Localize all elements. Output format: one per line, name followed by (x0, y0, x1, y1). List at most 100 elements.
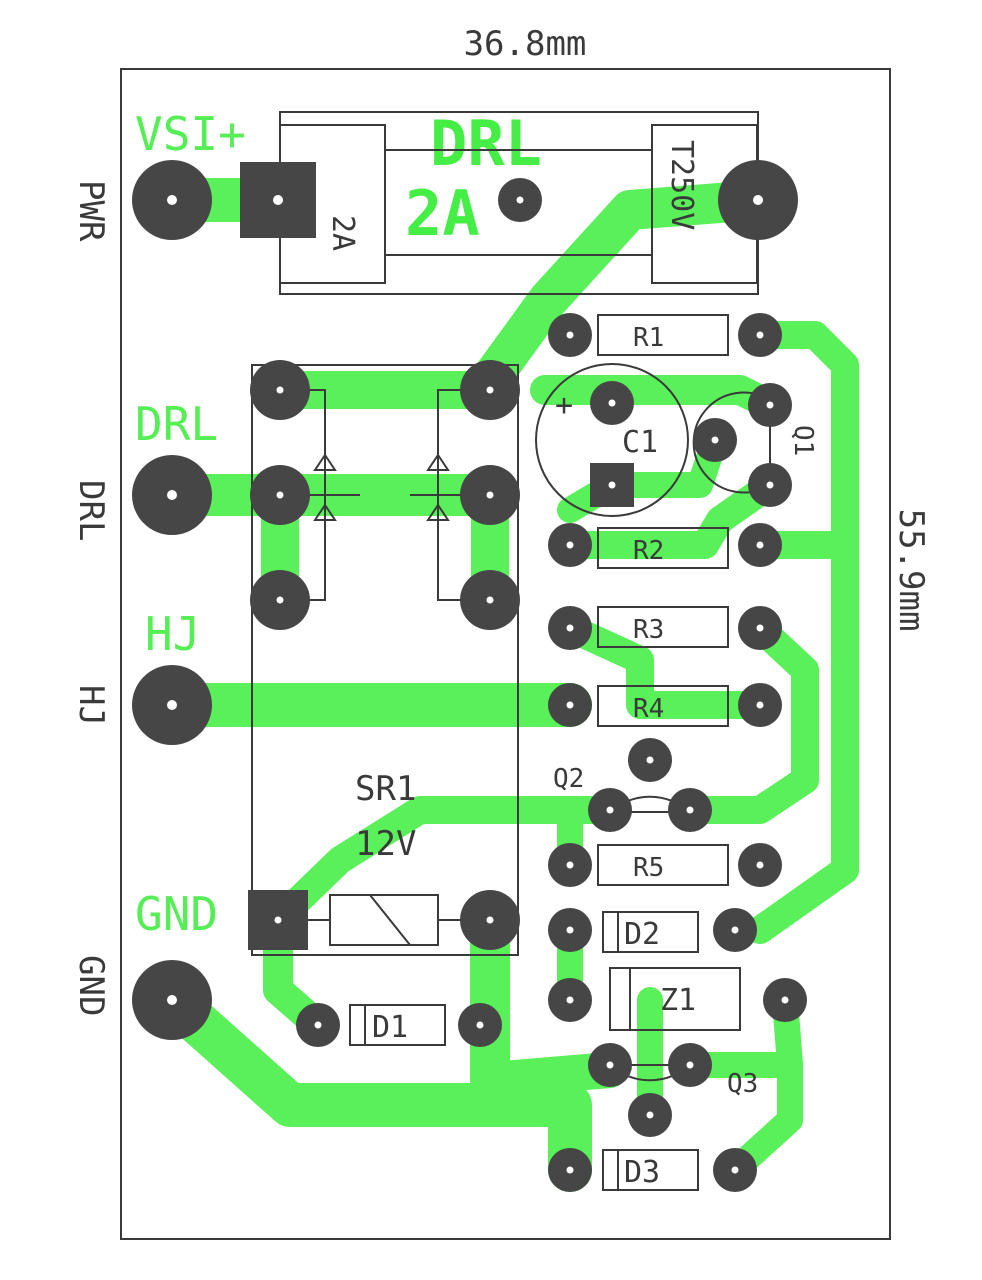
r1-body (597, 314, 729, 356)
pad-r2-b (738, 523, 782, 567)
pad-relay-2-drill (486, 386, 494, 394)
pad-r1-b (738, 313, 782, 357)
trace-q1-r2 (556, 471, 784, 559)
pad-q2-1-drill (646, 756, 654, 764)
pad-q1-3 (748, 463, 792, 507)
width-dimension-label: 36.8mm (464, 24, 587, 64)
relay-label: SR1 (355, 769, 416, 809)
pad-gnd (132, 960, 212, 1040)
pad-q3-1 (588, 1043, 632, 1087)
pad-d3-a (548, 1148, 592, 1192)
relay-coil-slash (369, 894, 411, 946)
trace-r3-r4 (556, 614, 774, 719)
z1-body (609, 967, 741, 1031)
pad-q2-3-drill (686, 806, 694, 814)
pad-c1-plus-drill (608, 399, 616, 407)
pad-q3-3-drill (646, 1111, 654, 1119)
pad-hj-drill (167, 700, 177, 710)
pad-relay-3-drill (276, 491, 284, 499)
r5-body (597, 844, 729, 886)
pad-r3-b (738, 606, 782, 650)
copper-label-12v: VSI+ (135, 107, 246, 161)
trace-r3-q2 (676, 614, 819, 824)
pad-fuse-right (718, 160, 798, 240)
pad-d3-b (713, 1148, 757, 1192)
pad-r4-b (738, 683, 782, 727)
trace-r1-rail (746, 321, 859, 944)
pad-drl-drill (167, 490, 177, 500)
pad-r5-a-drill (566, 861, 574, 869)
relay-voltage-label: 12V (355, 824, 416, 864)
pad-q1-1 (748, 383, 792, 427)
pad-r2-a (548, 523, 592, 567)
pad-q1-2-drill (711, 436, 719, 444)
pad-fuse-mid (498, 178, 542, 222)
pad-relay-coil-1 (248, 890, 308, 950)
c1-outline (535, 363, 689, 517)
d3-label: D3 (624, 1155, 660, 1190)
pad-r1-a-drill (566, 331, 574, 339)
z1-label: Z1 (660, 983, 696, 1018)
relay-sr1: SR1 12V (251, 364, 519, 956)
q2-label: Q2 (553, 764, 584, 794)
board-outline (120, 68, 891, 1240)
copper-label-hj: HJ (145, 607, 200, 661)
pad-pwr-drill (167, 195, 177, 205)
r1-label: R1 (633, 323, 664, 353)
copper-label-fuse-drl: DRL (430, 107, 542, 180)
resistor-r5: R5 (597, 844, 729, 886)
r4-body (597, 685, 729, 727)
pad-d2-a (548, 908, 592, 952)
c1-label: C1 (622, 425, 658, 460)
height-dimension-label: 55.9mm (891, 509, 931, 632)
pad-d3-b-drill (731, 1166, 739, 1174)
r3-body (597, 606, 729, 648)
resistor-r4: R4 (597, 685, 729, 727)
fuse-voltage-label: T250V (664, 140, 699, 230)
pad-relay-1 (250, 360, 310, 420)
pad-d1-b-drill (476, 1021, 484, 1029)
r4-label: R4 (633, 694, 664, 724)
pad-c1-minus (590, 463, 634, 507)
pad-relay-coil-1-drill (274, 916, 282, 924)
pad-r5-b (738, 843, 782, 887)
d3-body (602, 1149, 699, 1191)
q1-label: Q1 (788, 425, 818, 456)
pad-d2-b (713, 908, 757, 952)
d2-body (602, 911, 699, 953)
relay-outline (251, 364, 519, 956)
resistor-r3: R3 (597, 606, 729, 648)
zener-z1: Z1 (609, 967, 741, 1031)
diode-d1: D1 (349, 1004, 446, 1046)
connector-label-gnd: GND (71, 955, 111, 1016)
trace-coil-q2 (264, 796, 624, 934)
relay-coil (329, 894, 439, 946)
pad-q1-3-drill (766, 481, 774, 489)
pad-r5-b-drill (756, 861, 764, 869)
pad-z1-b (763, 978, 807, 1022)
c1-polarity: + (555, 388, 573, 423)
copper-label-drl: DRL (135, 397, 218, 451)
pad-r2-b-drill (756, 541, 764, 549)
r2-label: R2 (633, 536, 664, 566)
pad-r5-a (548, 843, 592, 887)
pad-drl (132, 455, 212, 535)
d2-label: D2 (624, 917, 660, 952)
pad-q1-1-drill (766, 401, 774, 409)
pad-r3-a (548, 606, 592, 650)
pad-c1-plus (590, 381, 634, 425)
pad-r1-b-drill (756, 331, 764, 339)
pad-fuse-mid-drill (516, 196, 524, 204)
r3-label: R3 (633, 615, 664, 645)
diode-d3: D3 (602, 1149, 699, 1191)
pad-r4-a (548, 683, 592, 727)
d1-label: D1 (372, 1010, 408, 1045)
pad-r3-b-drill (756, 624, 764, 632)
pad-hj (132, 665, 212, 745)
diode-d2: D2 (602, 911, 699, 953)
pad-d2-b-drill (731, 926, 739, 934)
copper-label-fuse-2a: 2A (405, 177, 480, 250)
pad-q1-2 (693, 418, 737, 462)
connector-label-pwr: PWR (71, 180, 111, 242)
